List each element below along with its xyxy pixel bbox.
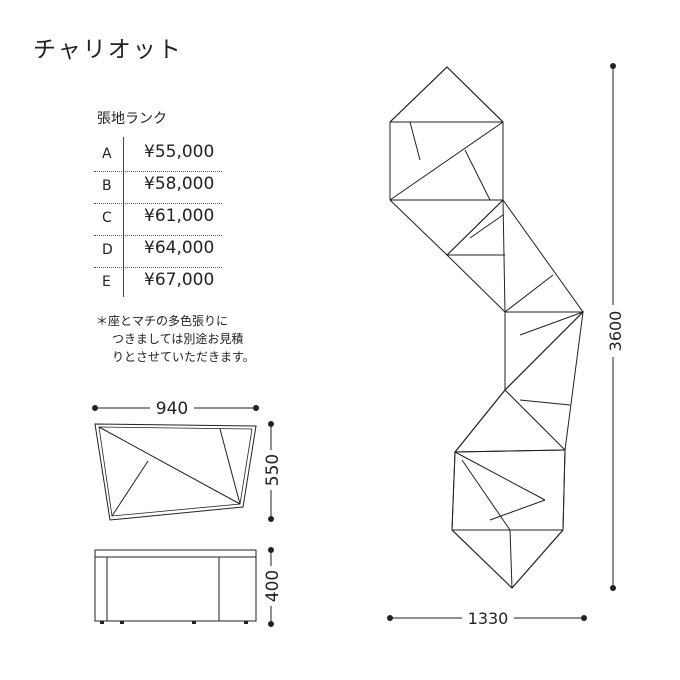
rank-label: E [102, 274, 111, 290]
note-line: りとさせていただきます。 [112, 350, 255, 364]
dimension-endpoint [253, 405, 259, 411]
dimension-endpoint [268, 516, 274, 522]
rank-label: B [102, 178, 112, 194]
combo-length-label: 3600 [606, 311, 625, 352]
side-feet [244, 621, 248, 624]
dimension-endpoint [268, 547, 274, 553]
dimension-endpoint [387, 615, 393, 621]
product-title: チャリオット [33, 37, 183, 63]
price-row: E ¥67,000 [94, 268, 222, 299]
top-view-outline [94, 423, 257, 521]
dimension-endpoint [92, 405, 98, 411]
dimension-label-bg [261, 566, 281, 606]
price-value: ¥67,000 [144, 270, 215, 290]
side-feet [192, 621, 196, 624]
top-width-label: 940 [156, 399, 188, 419]
price-row: C ¥61,000 [94, 204, 222, 236]
dimension-endpoint [581, 615, 587, 621]
dimension-endpoint [268, 621, 274, 627]
price-value: ¥58,000 [144, 174, 215, 194]
price-row: A ¥55,000 [94, 140, 222, 172]
combo-width-label: 1330 [468, 609, 509, 628]
fabric-rank-heading: 張地ランク [97, 111, 167, 127]
dimension-endpoint [610, 585, 616, 591]
rank-label: A [102, 146, 112, 162]
price-row: B ¥58,000 [94, 172, 222, 204]
side-height-label: 400 [263, 570, 283, 602]
custom-upholstery-note: ＊座とマチの多色張りに つきましては別途お見積 りとさせていただきます。 [96, 312, 255, 366]
dimension-endpoint [268, 421, 274, 427]
side-feet [120, 621, 124, 624]
price-value: ¥64,000 [144, 238, 215, 258]
price-table: A ¥55,000 B ¥58,000 C ¥61,000 D ¥64,000 … [94, 140, 222, 299]
note-line: ＊座とマチの多色張りに [96, 314, 229, 328]
dimension-label-bg [462, 608, 514, 628]
rank-label: C [102, 210, 112, 226]
price-row: D ¥64,000 [94, 236, 222, 268]
price-value: ¥61,000 [144, 206, 215, 226]
note-line: つきましては別途お見積 [112, 332, 244, 346]
dimension-label-bg [603, 305, 625, 357]
table-divider [123, 137, 124, 297]
top-depth-label: 550 [263, 454, 283, 486]
dimension-label-bg [150, 398, 194, 418]
dimension-label-bg [261, 450, 281, 490]
side-feet [100, 621, 104, 624]
dimension-endpoint [610, 63, 616, 69]
price-value: ¥55,000 [144, 142, 215, 162]
rank-label: D [102, 242, 113, 258]
